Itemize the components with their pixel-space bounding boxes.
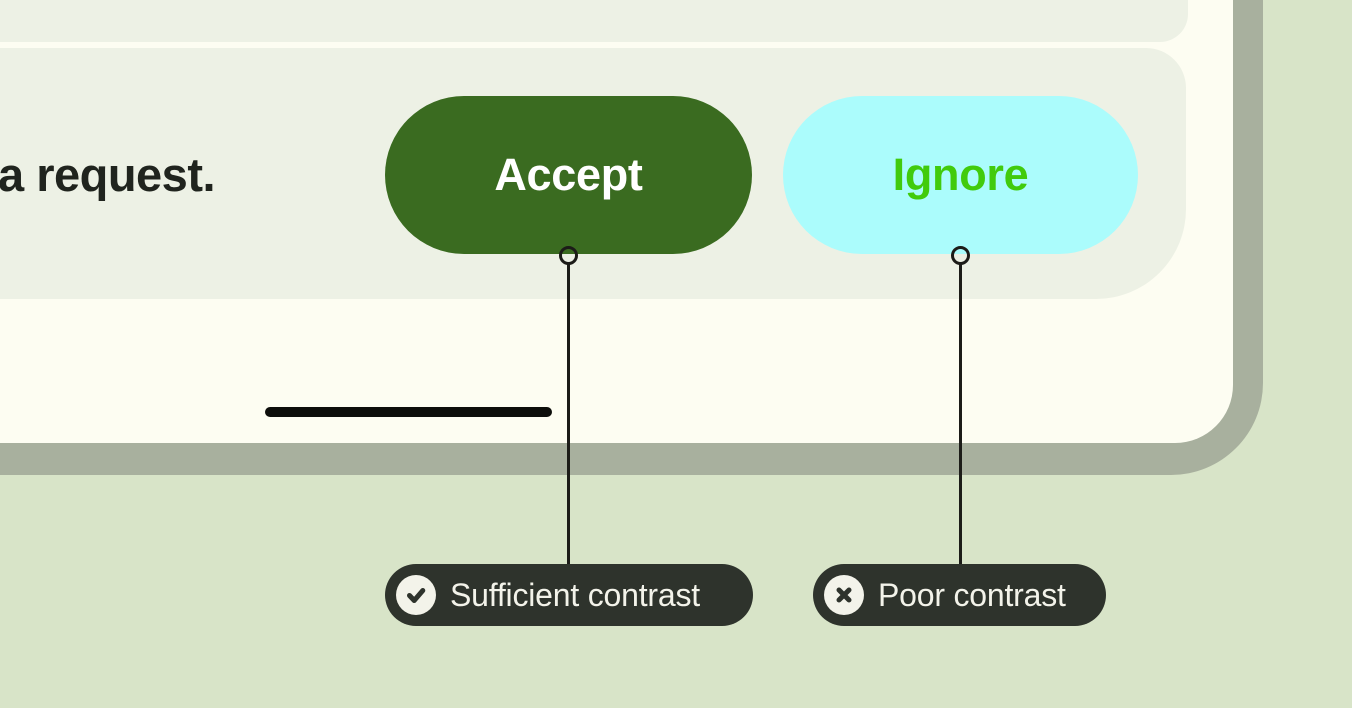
- notification-card-partial: [0, 0, 1188, 42]
- connector-dot-ignore: [951, 246, 970, 265]
- ignore-button[interactable]: Ignore: [783, 96, 1138, 254]
- accept-button[interactable]: Accept: [385, 96, 752, 254]
- connector-line-ignore: [959, 264, 962, 566]
- home-indicator-bar: [265, 407, 552, 417]
- x-circle-icon: [824, 575, 864, 615]
- notification-message: a request.: [0, 148, 216, 201]
- check-circle-icon: [396, 575, 436, 615]
- sufficient-contrast-label: Sufficient contrast: [450, 576, 700, 613]
- connector-dot-accept: [559, 246, 578, 265]
- poor-contrast-tag: Poor contrast: [813, 564, 1106, 626]
- sufficient-contrast-tag: Sufficient contrast: [385, 564, 753, 626]
- poor-contrast-label: Poor contrast: [878, 576, 1066, 613]
- connector-line-accept: [567, 264, 570, 566]
